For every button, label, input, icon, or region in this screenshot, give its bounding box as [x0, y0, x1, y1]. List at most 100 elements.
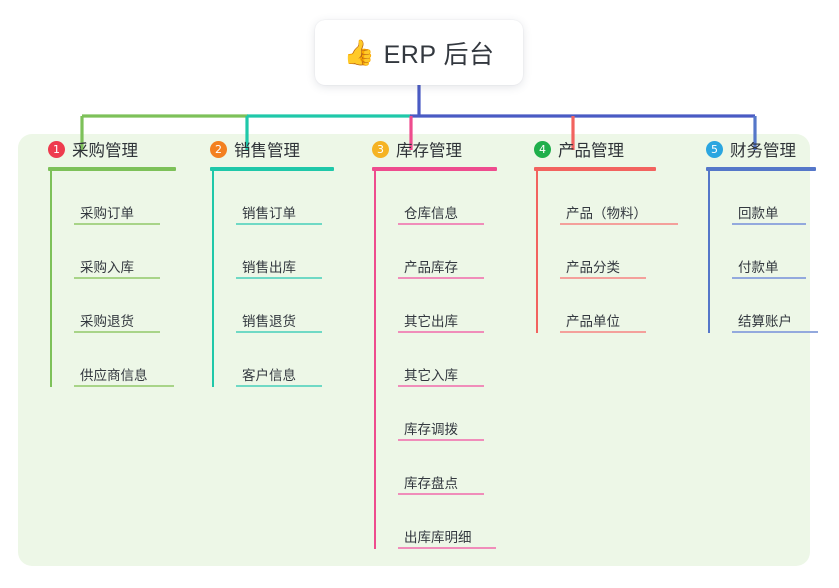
- column-items-4: 产品（物料） 产品分类产品单位: [528, 171, 688, 333]
- list-item[interactable]: 客户信息: [228, 333, 354, 387]
- column-spine-4: [536, 171, 538, 333]
- list-item-label: 仓库信息: [404, 205, 458, 221]
- list-item-rule: [732, 331, 818, 333]
- list-item[interactable]: 出库库明细: [390, 495, 516, 549]
- list-item[interactable]: 付款单: [724, 225, 820, 279]
- column-title-1: 采购管理: [72, 142, 138, 160]
- column-header-rule-5: [706, 167, 816, 171]
- list-item-rule: [560, 331, 646, 333]
- list-item-rule: [236, 331, 322, 333]
- column-header-4[interactable]: 4 产品管理: [528, 134, 688, 164]
- column-items-5: 回款单付款单结算账户: [700, 171, 820, 333]
- list-item-rule: [732, 277, 806, 279]
- column-1: 1 采购管理采购订单采购入库采购退货供应商信息: [42, 134, 192, 387]
- root-node[interactable]: 👍 ERP 后台: [315, 20, 523, 85]
- list-item[interactable]: 销售出库: [228, 225, 354, 279]
- list-item-rule: [74, 223, 160, 225]
- list-item[interactable]: 产品单位: [552, 279, 688, 333]
- list-item-label: 供应商信息: [80, 367, 148, 383]
- root-title: ERP 后台: [383, 40, 495, 69]
- list-item-label: 客户信息: [242, 367, 296, 383]
- list-item-rule: [732, 223, 806, 225]
- list-item[interactable]: 其它出库: [390, 279, 516, 333]
- column-spine-1: [50, 171, 52, 387]
- list-item-rule: [398, 277, 484, 279]
- list-item-rule: [398, 493, 484, 495]
- column-container: 1 采购管理采购订单采购入库采购退货供应商信息 2 销售管理销售订单销售出库销售退货客…: [18, 134, 818, 566]
- list-item-rule: [74, 331, 160, 333]
- column-title-2: 销售管理: [234, 142, 300, 160]
- list-item[interactable]: 采购订单: [66, 171, 192, 225]
- column-spine-5: [708, 171, 710, 333]
- list-item-label: 出库库明细: [404, 529, 472, 545]
- column-header-rule-2: [210, 167, 334, 171]
- list-item-rule: [236, 385, 322, 387]
- list-item-label: 其它入库: [404, 367, 458, 383]
- column-3: 3 库存管理仓库信息产品库存其它出库其它入库库存调拨库存盘点出库库明细: [366, 134, 516, 549]
- list-item[interactable]: 库存调拨: [390, 387, 516, 441]
- list-item-label: 回款单: [738, 205, 779, 221]
- list-item-rule: [560, 223, 678, 225]
- list-item[interactable]: 供应商信息: [66, 333, 192, 387]
- list-item-label: 采购入库: [80, 259, 134, 275]
- column-header-5[interactable]: 5 财务管理: [700, 134, 820, 164]
- list-item[interactable]: 采购退货: [66, 279, 192, 333]
- column-4: 4 产品管理产品（物料） 产品分类产品单位: [528, 134, 688, 333]
- column-badge-2: 2: [210, 140, 227, 158]
- column-header-rule-1: [48, 167, 176, 171]
- list-item[interactable]: 其它入库: [390, 333, 516, 387]
- column-badge-3: 3: [372, 140, 389, 158]
- list-item-rule: [560, 277, 646, 279]
- list-item-label: 产品分类: [566, 259, 620, 275]
- column-title-5: 财务管理: [730, 142, 796, 160]
- list-item[interactable]: 销售退货: [228, 279, 354, 333]
- column-header-1[interactable]: 1 采购管理: [42, 134, 192, 164]
- column-badge-5: 5: [706, 140, 723, 158]
- list-item-rule: [236, 277, 322, 279]
- list-item-label: 采购退货: [80, 313, 134, 329]
- list-item-label: 结算账户: [738, 313, 792, 329]
- list-item[interactable]: 结算账户: [724, 279, 820, 333]
- column-2: 2 销售管理销售订单销售出库销售退货客户信息: [204, 134, 354, 387]
- list-item[interactable]: 仓库信息: [390, 171, 516, 225]
- list-item-rule: [236, 223, 322, 225]
- list-item-rule: [74, 385, 174, 387]
- list-item-label: 库存盘点: [404, 475, 458, 491]
- list-item-label: 产品单位: [566, 313, 620, 329]
- list-item[interactable]: 销售订单: [228, 171, 354, 225]
- column-header-rule-3: [372, 167, 497, 171]
- column-items-2: 销售订单销售出库销售退货客户信息: [204, 171, 354, 387]
- list-item-label: 销售退货: [242, 313, 296, 329]
- list-item-label: 付款单: [738, 259, 779, 275]
- column-badge-4: 4: [534, 140, 551, 158]
- list-item[interactable]: 产品（物料）: [552, 171, 688, 225]
- list-item[interactable]: 回款单: [724, 171, 820, 225]
- list-item-rule: [398, 385, 484, 387]
- column-header-3[interactable]: 3 库存管理: [366, 134, 516, 164]
- list-item-label: 产品（物料）: [566, 205, 647, 221]
- column-5: 5 财务管理回款单付款单结算账户: [700, 134, 820, 333]
- list-item-label: 其它出库: [404, 313, 458, 329]
- column-spine-3: [374, 171, 376, 549]
- list-item[interactable]: 采购入库: [66, 225, 192, 279]
- column-header-2[interactable]: 2 销售管理: [204, 134, 354, 164]
- column-header-rule-4: [534, 167, 656, 171]
- thumbs-up-icon: 👍: [343, 38, 375, 67]
- list-item-label: 库存调拨: [404, 421, 458, 437]
- list-item[interactable]: 产品分类: [552, 225, 688, 279]
- column-badge-1: 1: [48, 140, 65, 158]
- list-item-label: 销售出库: [242, 259, 296, 275]
- column-items-1: 采购订单采购入库采购退货供应商信息: [42, 171, 192, 387]
- list-item[interactable]: 产品库存: [390, 225, 516, 279]
- list-item-label: 采购订单: [80, 205, 134, 221]
- list-item[interactable]: 库存盘点: [390, 441, 516, 495]
- list-item-label: 销售订单: [242, 205, 296, 221]
- column-spine-2: [212, 171, 214, 387]
- list-item-rule: [398, 439, 484, 441]
- list-item-label: 产品库存: [404, 259, 458, 275]
- column-title-4: 产品管理: [558, 142, 624, 160]
- column-title-3: 库存管理: [396, 142, 462, 160]
- list-item-rule: [398, 223, 484, 225]
- list-item-rule: [398, 547, 496, 549]
